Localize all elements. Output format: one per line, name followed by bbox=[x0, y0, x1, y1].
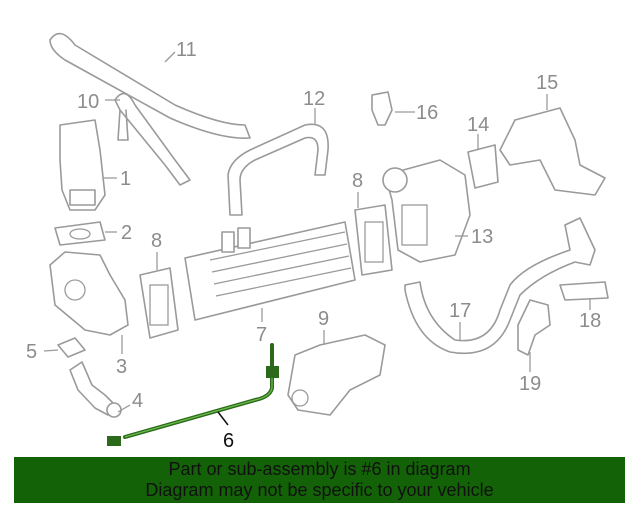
part-17-pipe[interactable] bbox=[404, 217, 596, 355]
label-19: 19 bbox=[519, 373, 541, 395]
label-5: 5 bbox=[26, 341, 37, 363]
label-14: 14 bbox=[467, 114, 489, 136]
label-4: 4 bbox=[132, 390, 143, 412]
label-15: 15 bbox=[536, 72, 558, 94]
part-16-sensor[interactable] bbox=[371, 91, 393, 126]
part-7-cooler[interactable] bbox=[184, 221, 356, 321]
label-9: 9 bbox=[318, 308, 329, 330]
part-3-body[interactable] bbox=[49, 251, 129, 336]
part-15-bracket[interactable] bbox=[499, 107, 606, 196]
label-7: 7 bbox=[256, 324, 267, 346]
info-banner: Part or sub-assembly is #6 in diagram Di… bbox=[14, 457, 625, 503]
part-1-valve[interactable] bbox=[59, 119, 106, 211]
part-12-hose[interactable] bbox=[49, 32, 251, 139]
part-10-hose[interactable] bbox=[114, 92, 191, 186]
label-11: 12 bbox=[303, 88, 325, 110]
label-8-left: 8 bbox=[151, 230, 162, 252]
banner-line-2: Diagram may not be specific to your vehi… bbox=[145, 480, 494, 500]
leader-lines bbox=[43, 51, 591, 413]
banner-line-1: Part or sub-assembly is #6 in diagram bbox=[168, 459, 471, 479]
part-8-gasket-right[interactable] bbox=[354, 204, 393, 276]
label-16: 16 bbox=[416, 102, 438, 124]
label-6: 6 bbox=[223, 430, 234, 452]
label-2: 2 bbox=[121, 222, 132, 244]
part-2-gasket[interactable] bbox=[54, 221, 106, 246]
label-13: 13 bbox=[471, 226, 493, 248]
leader-line-6 bbox=[217, 411, 229, 426]
part-8-gasket-left[interactable] bbox=[139, 267, 179, 339]
part-9-heat-shield[interactable] bbox=[287, 334, 386, 416]
label-17: 17 bbox=[449, 300, 471, 322]
part-19-bracket[interactable] bbox=[517, 299, 551, 356]
part-5-gasket[interactable] bbox=[57, 337, 86, 358]
label-12: 11 bbox=[176, 39, 197, 61]
label-18: 18 bbox=[579, 310, 601, 332]
label-1: 1 bbox=[120, 168, 131, 190]
part-1-base bbox=[69, 189, 96, 206]
part-18-gasket[interactable] bbox=[559, 281, 609, 301]
label-10: 10 bbox=[77, 91, 99, 113]
label-3: 3 bbox=[116, 356, 127, 378]
part-14-bracket[interactable] bbox=[467, 144, 499, 189]
part-11-hose[interactable] bbox=[227, 123, 329, 216]
label-8-right: 8 bbox=[352, 170, 363, 192]
part-6-exhaust-sensor[interactable] bbox=[107, 343, 279, 446]
